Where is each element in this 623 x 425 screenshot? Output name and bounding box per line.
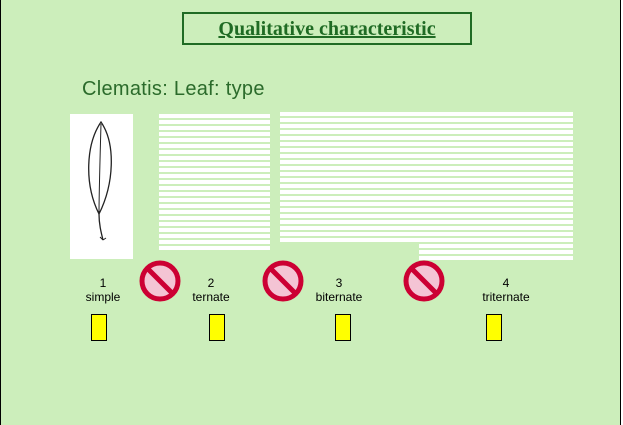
category-biternate: 3 biternate: [309, 276, 369, 304]
no-entry-sign-icon: [403, 260, 445, 302]
no-entry-sign-icon: [262, 260, 304, 302]
simple-leaf-image: [70, 114, 133, 259]
color-swatch-biternate: [335, 314, 351, 341]
no-entry-sign-icon: [139, 260, 181, 302]
category-number: 3: [335, 276, 343, 290]
slide-subtitle: Clematis: Leaf: type: [82, 78, 265, 100]
title-box: Qualitative characteristic: [182, 12, 472, 45]
category-number: 4: [502, 276, 510, 290]
category-label: ternate: [192, 290, 230, 304]
ternate-leaf-image: [159, 114, 270, 251]
slide-title: Qualitative characteristic: [218, 18, 436, 40]
category-ternate: 2 ternate: [186, 276, 236, 304]
category-label: triternate: [482, 290, 530, 304]
color-swatch-simple: [91, 314, 107, 341]
category-simple: 1 simple: [73, 276, 133, 304]
category-label: biternate: [315, 290, 363, 304]
biternate-leaf-image: [280, 112, 419, 243]
category-triternate: 4 triternate: [471, 276, 541, 304]
category-number: 1: [99, 276, 107, 290]
category-number: 2: [207, 276, 215, 290]
triternate-leaf-image: [419, 112, 573, 261]
color-swatch-triternate: [486, 314, 502, 341]
category-label: simple: [85, 290, 121, 304]
color-swatch-ternate: [209, 314, 225, 341]
